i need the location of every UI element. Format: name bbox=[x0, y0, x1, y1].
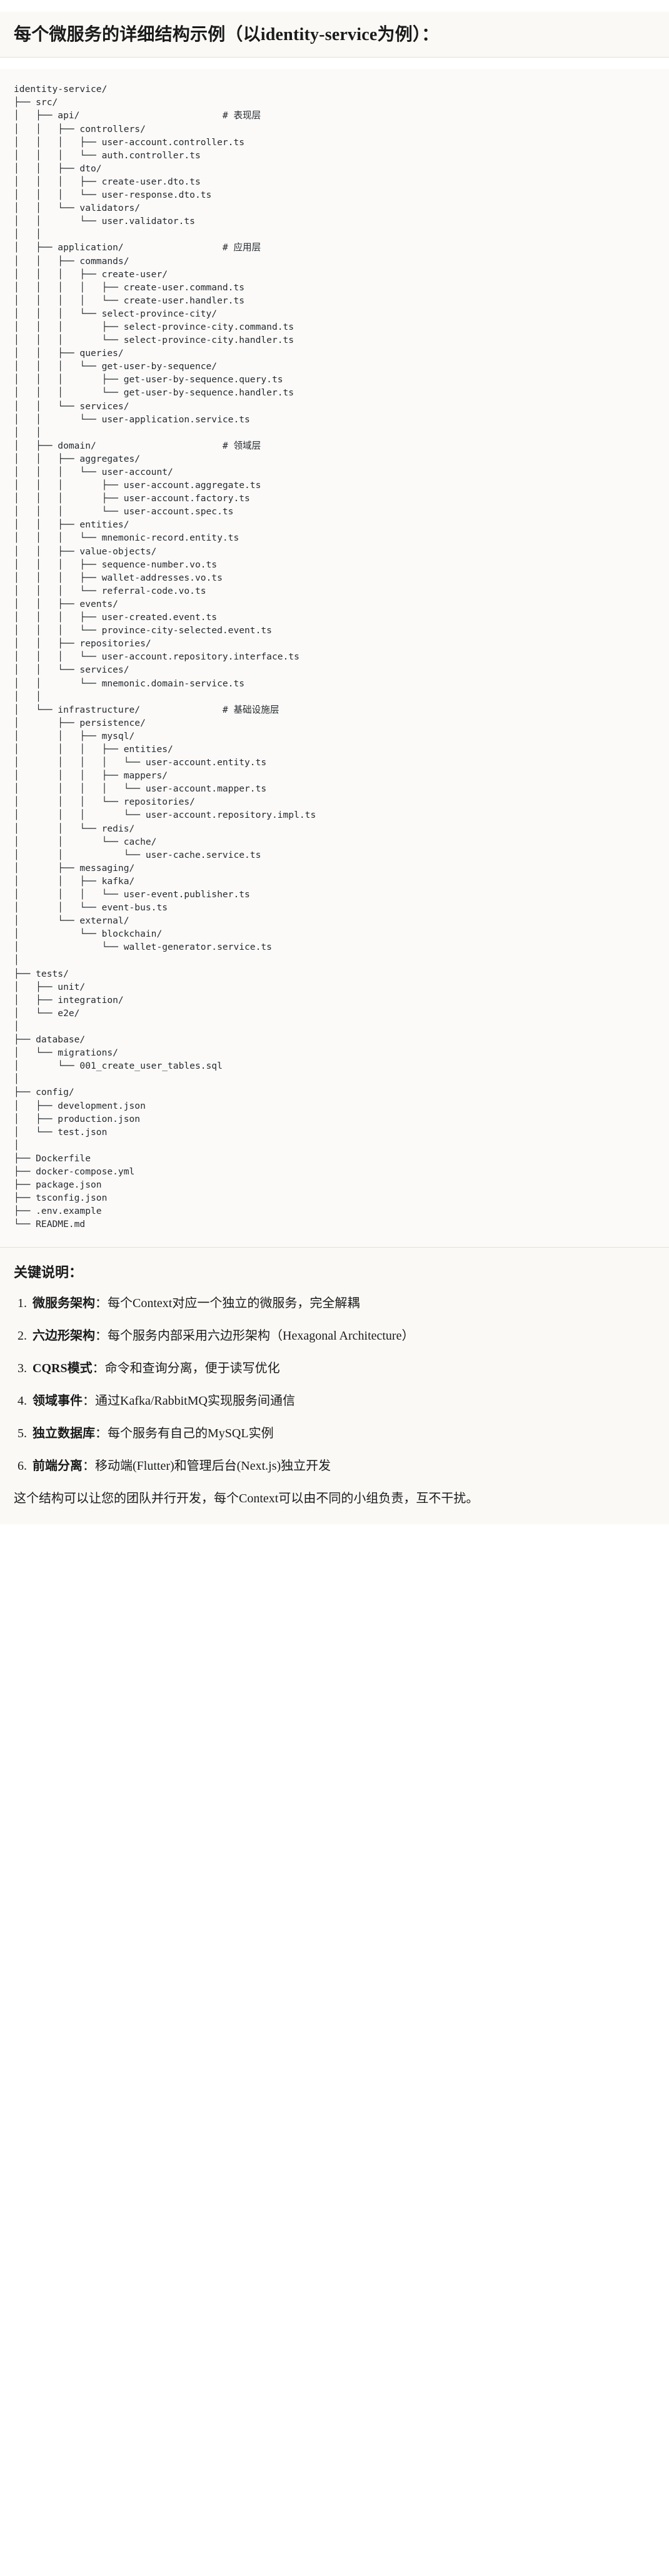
key-notes-section: 关键说明： 微服务架构：每个Context对应一个独立的微服务，完全解耦 六边形… bbox=[0, 1247, 669, 1516]
directory-tree-block: identity-service/ ├── src/ │ ├── api/ # … bbox=[0, 69, 669, 1248]
note-body: ：命令和查询分离，便于读写优化 bbox=[92, 1362, 280, 1376]
list-item: CQRS模式：命令和查询分离，便于读写优化 bbox=[30, 1359, 655, 1378]
list-item: 前端分离：移动端(Flutter)和管理后台(Next.js)独立开发 bbox=[30, 1457, 655, 1475]
list-item: 独立数据库：每个服务有自己的MySQL实例 bbox=[30, 1424, 655, 1443]
directory-tree: identity-service/ ├── src/ │ ├── api/ # … bbox=[14, 84, 316, 1230]
list-item: 领域事件：通过Kafka/RabbitMQ实现服务间通信 bbox=[30, 1392, 655, 1410]
list-item: 微服务架构：每个Context对应一个独立的微服务，完全解耦 bbox=[30, 1294, 655, 1313]
closing-paragraph: 这个结构可以让您的团队并行开发，每个Context可以由不同的小组负责，互不干扰… bbox=[14, 1492, 479, 1506]
note-body: ：每个服务有自己的MySQL实例 bbox=[95, 1427, 274, 1441]
key-notes-list: 微服务架构：每个Context对应一个独立的微服务，完全解耦 六边形架构：每个服… bbox=[14, 1294, 655, 1475]
page-title: 每个微服务的详细结构示例（以identity-service为例）： bbox=[0, 11, 669, 58]
note-label: 前端分离 bbox=[33, 1459, 83, 1474]
note-label: 六边形架构 bbox=[33, 1329, 95, 1343]
page-root: 每个微服务的详细结构示例（以identity-service为例）： ident… bbox=[0, 11, 669, 1525]
note-body: ：每个服务内部采用六边形架构（Hexagonal Architecture） bbox=[95, 1329, 415, 1343]
note-label: 微服务架构 bbox=[33, 1296, 95, 1311]
note-body: ：移动端(Flutter)和管理后台(Next.js)独立开发 bbox=[83, 1459, 331, 1474]
footer-strip bbox=[0, 1515, 669, 1525]
note-body: ：每个Context对应一个独立的微服务，完全解耦 bbox=[95, 1296, 360, 1311]
list-item: 六边形架构：每个服务内部采用六边形架构（Hexagonal Architectu… bbox=[30, 1326, 655, 1345]
note-label: 领域事件 bbox=[33, 1394, 83, 1408]
note-label: CQRS模式 bbox=[33, 1362, 93, 1376]
note-label: 独立数据库 bbox=[33, 1427, 95, 1441]
key-notes-title: 关键说明： bbox=[14, 1265, 83, 1281]
note-body: ：通过Kafka/RabbitMQ实现服务间通信 bbox=[83, 1394, 295, 1408]
